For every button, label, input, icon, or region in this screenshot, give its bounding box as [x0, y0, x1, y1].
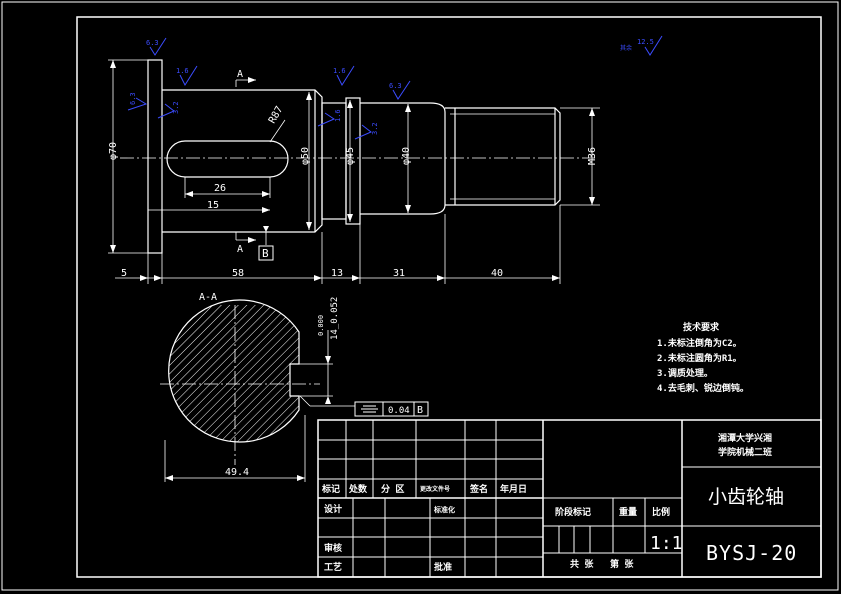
rough-side-45: 1.6 [334, 109, 342, 122]
row-approve: 批准 [434, 561, 452, 573]
dim-13: 13 [331, 268, 343, 279]
tolerance-datum: B [417, 405, 423, 416]
dim-58: 58 [232, 268, 244, 279]
col-label-mark: 标记 [321, 483, 340, 495]
shaft-section-50 [162, 89, 323, 233]
shaft-thread [445, 107, 561, 206]
col-label-sign: 签名 [469, 483, 488, 495]
dim-keyway-tol: 14_0.052 [330, 297, 340, 340]
rough-other-label: 其余 [620, 44, 632, 52]
dim-keyway-tol-upper: 0.000 [317, 315, 325, 336]
dim-40: 40 [491, 268, 503, 279]
section-tag-top: A [237, 69, 243, 80]
tolerance-value: 0.04 [388, 406, 410, 416]
part-name: 小齿轮轴 [708, 486, 784, 508]
col-label-zone: 分 区 [381, 483, 404, 495]
rough-other: 12.5 [637, 38, 654, 46]
dim-15: 15 [207, 200, 219, 211]
school-line-1: 湘潭大学兴湘 [718, 432, 772, 444]
rough-side-40: 3.2 [371, 122, 379, 135]
dim-26: 26 [214, 183, 226, 194]
shaft-section-40 [360, 102, 446, 215]
arrowheads [110, 60, 595, 281]
row-design: 设计 [324, 503, 342, 515]
row-review: 审核 [324, 542, 342, 554]
stage-label: 阶段标记 [555, 506, 591, 518]
shaft-view [147, 59, 561, 254]
shaft-flange [147, 59, 163, 254]
tech-req-item-2: 2.未标注圆角为R1。 [657, 352, 742, 364]
tech-req-title: 技术要求 [683, 321, 720, 333]
rough-side-key: 3.2 [172, 101, 180, 114]
dim-5: 5 [121, 268, 127, 279]
rough-top-right: 6.3 [389, 82, 402, 90]
tech-req-item-3: 3.调质处理。 [657, 367, 713, 379]
row-process: 工艺 [324, 561, 342, 573]
col-label-change-doc: 更改文件号 [420, 485, 450, 493]
dim-phi70: φ70 [108, 142, 119, 160]
title-block [317, 419, 822, 578]
dim-m36: M36 [587, 147, 598, 165]
section-outline [168, 299, 300, 443]
col-label-count: 处数 [348, 483, 368, 495]
tolerance-frame [354, 401, 429, 417]
section-tag-bottom: A [237, 244, 243, 255]
rough-top-mid: 1.6 [333, 67, 346, 75]
tech-req-item-4: 4.去毛刺、锐边倒钝。 [657, 382, 749, 394]
dim-section-width: 49.4 [225, 467, 249, 478]
dim-phi45: φ45 [345, 147, 356, 165]
keyway-slot [166, 140, 289, 178]
roughness-symbols [127, 35, 663, 140]
scale-value: 1:1 [650, 533, 683, 554]
ratio-label: 比例 [652, 506, 670, 518]
sheet-no: 第 张 [610, 558, 634, 570]
section-title: A-A [199, 292, 217, 303]
rough-side-left: 6.3 [129, 92, 137, 105]
dimension-lines [108, 59, 600, 284]
datum-b-box [258, 245, 274, 261]
rough-top-left: 1.6 [176, 67, 189, 75]
row-standard: 标准化 [433, 505, 455, 514]
section-hatch [168, 305, 299, 443]
dim-phi50: φ50 [300, 147, 311, 165]
weight-label: 重量 [619, 506, 637, 518]
dim-phi40: φ40 [401, 147, 412, 165]
dim-r87: R87 [267, 105, 286, 126]
datum-b-label: B [262, 247, 269, 260]
drawing-number: BYSJ-20 [706, 541, 797, 565]
rough-flange: 6.3 [146, 39, 159, 47]
sheets-total: 共 张 [570, 558, 594, 570]
school-line-2: 学院机械二班 [718, 446, 772, 458]
tech-req-item-1: 1.未标注倒角为C2。 [657, 337, 742, 349]
dim-31: 31 [393, 268, 405, 279]
col-label-date: 年月日 [500, 483, 527, 495]
